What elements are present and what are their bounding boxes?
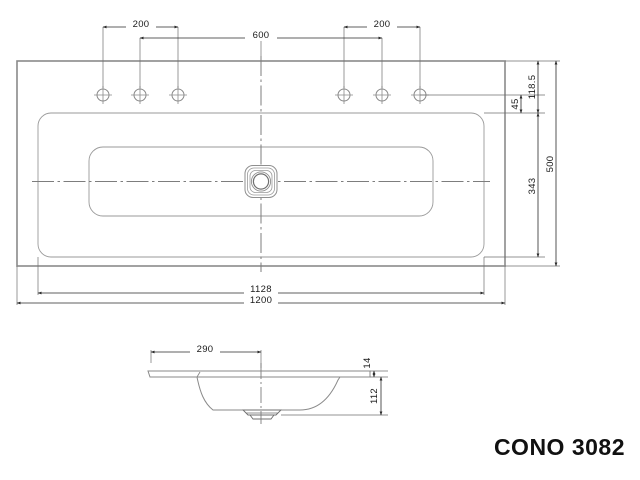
tap-hole-r1: [335, 86, 353, 104]
dim-label-top-right-200: 200: [374, 19, 391, 30]
dim-label-top-left-200: 200: [133, 19, 150, 30]
dim-label-500: 500: [545, 156, 556, 173]
section-drain: [241, 409, 283, 420]
section-drain-body: [249, 414, 275, 420]
bottom-extension-lines: [16, 257, 506, 305]
drain-ring-inner: [252, 173, 270, 190]
dim-label-343: 343: [527, 178, 538, 195]
tap-hole-l1: [94, 86, 112, 104]
section-drain-flange: [241, 409, 283, 416]
dim-label-1128: 1128: [250, 284, 272, 295]
plan-view: 200 200 600: [16, 18, 560, 306]
dim-top-600: 600: [139, 29, 383, 41]
drain-ring-outer: [250, 171, 272, 192]
dim-top-right-200: 200: [343, 18, 421, 30]
dim-label-118-5: 118.5: [527, 75, 538, 100]
tap-hole-l3: [169, 86, 187, 104]
right-extension-lines: [420, 60, 560, 267]
dim-section-290: 290: [150, 343, 262, 368]
tap-hole-r2: [373, 86, 391, 104]
dim-label-14: 14: [362, 357, 373, 368]
section-bowl-left-joint: [196, 371, 201, 378]
dim-section-right-group: 14 112: [281, 357, 388, 416]
section-bowl-profile: [196, 376, 341, 411]
drain-outer-square: [244, 165, 278, 198]
dim-label-112: 112: [369, 388, 380, 404]
dim-label-45: 45: [510, 98, 521, 109]
tap-hole-l2: [131, 86, 149, 104]
drain-inner-square: [249, 170, 273, 193]
drain-mid-square: [247, 167, 275, 196]
drain-assembly: [244, 165, 278, 198]
dim-label-top-600: 600: [253, 30, 270, 41]
tap-hole-group-right: [335, 86, 429, 104]
section-view: 290 14 112: [147, 343, 388, 424]
section-rim-slab: [147, 370, 371, 378]
dim-label-290: 290: [197, 344, 214, 355]
dim-top-left-200: 200: [102, 18, 179, 30]
dim-bottom-group: 1128 1200: [16, 257, 506, 306]
dim-label-1200: 1200: [250, 295, 272, 306]
drawing-title: CONO 3082: [494, 434, 625, 460]
dim-right-vertical-group: 118.5 45 343 500: [420, 60, 560, 267]
tap-hole-group-left: [94, 86, 187, 104]
